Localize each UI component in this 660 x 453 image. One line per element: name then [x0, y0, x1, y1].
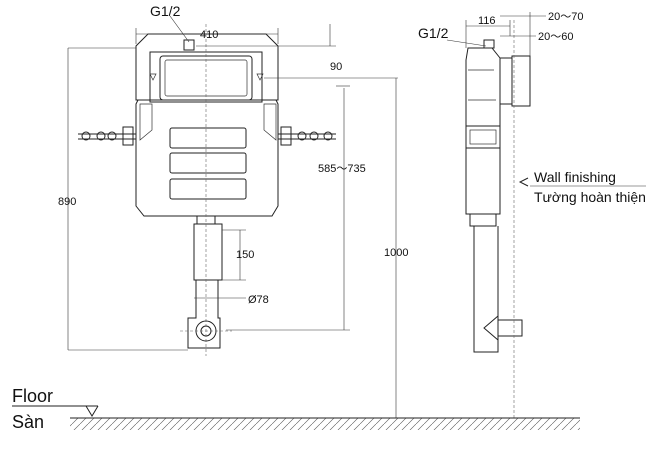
label-wall-finishing-en: Wall finishing [534, 169, 616, 185]
dim-116: 116 [478, 15, 496, 27]
side-bracket [465, 125, 501, 149]
label-g12-front: G1/2 [150, 3, 181, 19]
dim-90: 90 [330, 61, 342, 73]
dim-1000: 1000 [384, 247, 408, 259]
cistern-panel-2 [169, 152, 247, 174]
dim-20-70: 20～70 [548, 11, 583, 23]
side-outlet [497, 319, 523, 337]
flush-pipe-sleeve [193, 223, 223, 281]
side-flush-plate [511, 55, 531, 107]
left-mounting-bracket [78, 126, 136, 146]
side-inlet-connector [483, 39, 495, 49]
cistern-top-frame [135, 33, 279, 101]
dimension-lines [67, 12, 546, 418]
wall-arrow [518, 177, 529, 187]
front-view [78, 24, 336, 356]
dim-20-60: 20～60 [538, 31, 573, 43]
floor-hatch [70, 418, 580, 430]
flush-plate-inner [159, 55, 253, 101]
dim-410: 410 [200, 29, 218, 41]
right-mounting-bracket [278, 126, 336, 146]
side-body [465, 47, 501, 215]
label-floor-vi: Sàn [12, 412, 44, 432]
cistern-panel-3 [169, 178, 247, 200]
flush-pipe [187, 280, 221, 349]
label-g12-side: G1/2 [418, 25, 449, 41]
side-view [465, 20, 531, 420]
side-pipe [473, 226, 499, 353]
dim-890: 890 [58, 196, 76, 208]
cistern-panel-1 [169, 127, 247, 149]
dim-150: 150 [236, 249, 254, 261]
label-floor-en: Floor [12, 386, 53, 406]
dim-dia-78: Ø78 [248, 294, 269, 306]
label-wall-finishing-vi: Tường hoàn thiện [534, 189, 646, 205]
floor [12, 405, 580, 430]
dim-585-735: 585～735 [318, 163, 366, 175]
water-inlet-connector [183, 39, 195, 51]
